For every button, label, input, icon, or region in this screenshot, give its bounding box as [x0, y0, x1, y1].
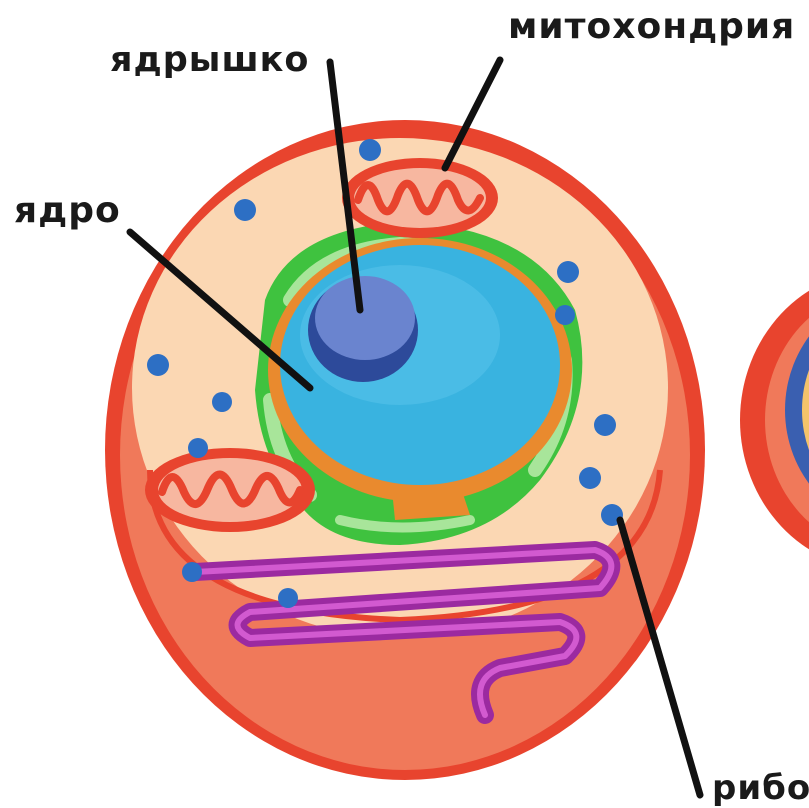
ribosome-dot [594, 414, 616, 436]
ribosome-dot [278, 588, 298, 608]
label-nucleus: ядро [14, 190, 121, 231]
ribosome-dot [359, 139, 381, 161]
ribosome-dot [234, 199, 256, 221]
ribosome-dot [212, 392, 232, 412]
ribosome-dot [557, 261, 579, 283]
ribosome-dot [188, 438, 208, 458]
ribosome-dot [147, 354, 169, 376]
mitochondrion-top [342, 158, 498, 238]
ribosome-dot [555, 305, 575, 325]
neighbor-cell [740, 270, 809, 570]
label-ribosome: рибо [712, 768, 809, 808]
ribosome-dot [182, 562, 202, 582]
label-nucleolus: ядрышко [110, 40, 309, 80]
label-mitochondria: митохондрия [508, 6, 795, 47]
ribosome-dot [579, 467, 601, 489]
mitochondrion-left [145, 448, 315, 532]
